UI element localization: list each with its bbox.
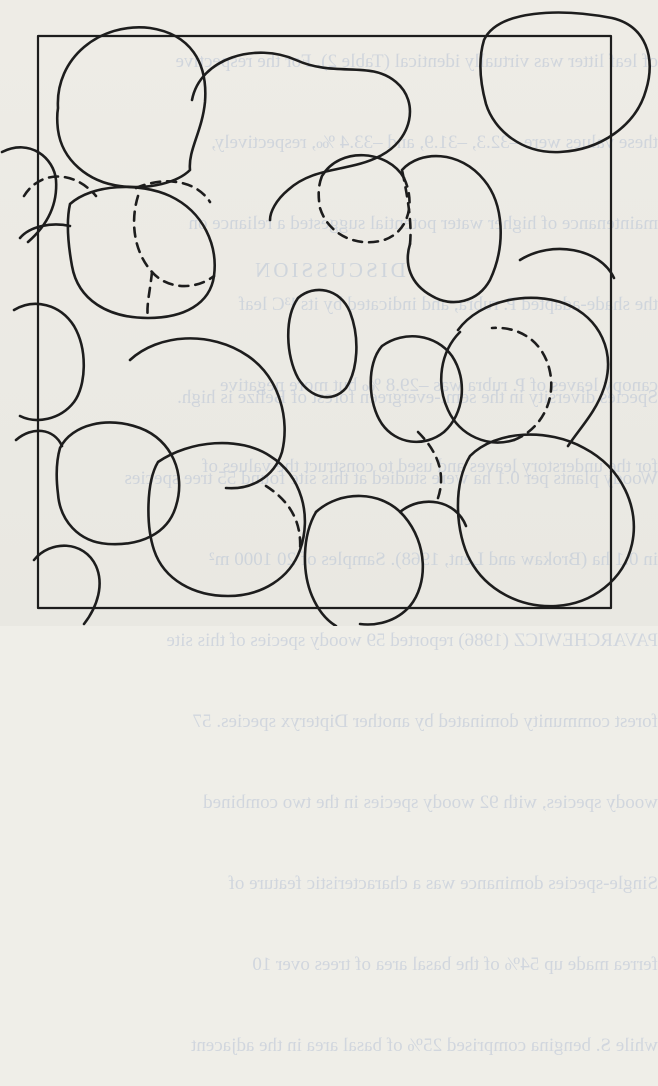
tree-crown-outline	[192, 53, 410, 220]
tree-crown-outline	[288, 290, 356, 397]
tree-crown-outline	[68, 187, 215, 318]
bleed-line: forest community dominated by another Di…	[0, 708, 658, 735]
bleed-line: ferrea made up 54% of the basal area of …	[0, 951, 658, 978]
tree-crown-outline	[34, 546, 100, 624]
bleed-line: PAVARCHEWICZ (1986) reported 59 woody sp…	[0, 627, 658, 654]
plot-frame	[38, 36, 611, 608]
tree-crown-outline	[57, 27, 205, 187]
tree-crown-outline	[480, 13, 649, 153]
tree-crown-overlap	[492, 328, 551, 440]
tree-crown-outline	[2, 147, 56, 242]
tree-crown-outline	[316, 496, 423, 625]
tree-crown-outline	[402, 156, 501, 302]
tree-crown-outline	[520, 249, 614, 278]
tree-crown-outline	[322, 155, 404, 178]
tree-crown-outline	[441, 332, 514, 442]
bleed-line: woody species, with 92 woody species in …	[0, 789, 658, 816]
tree-crown-outline	[130, 338, 285, 488]
tree-crown-outline	[371, 336, 462, 442]
bleed-line: while S. bengina comprised 25% of basal …	[0, 1032, 658, 1059]
crown-map-diagram	[0, 0, 658, 626]
bleed-line: Single-species dominance was a character…	[0, 870, 658, 897]
tree-crown-overlap	[147, 272, 152, 318]
tree-crown-overlap	[266, 486, 300, 550]
tree-crown-outline	[458, 435, 634, 607]
tree-crown-overlap	[134, 196, 214, 286]
tree-crown-outline	[20, 225, 70, 239]
tree-crown-outline	[458, 298, 608, 446]
tree-crown-outline	[14, 304, 84, 420]
tree-crown-outline	[57, 422, 179, 544]
tree-crown-outline	[148, 443, 304, 596]
tree-crown-overlap	[319, 176, 410, 242]
